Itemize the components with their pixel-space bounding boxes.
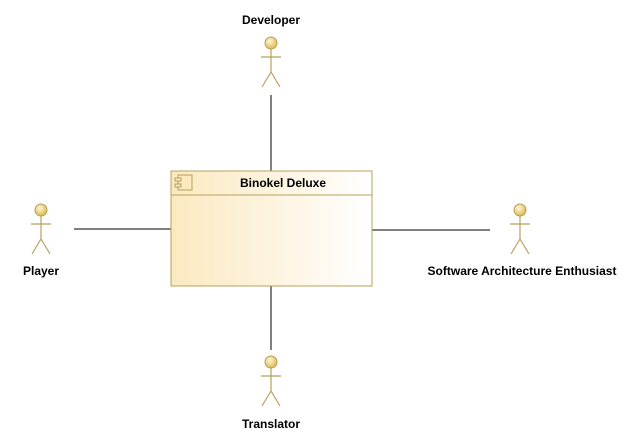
actor-label-developer: Developer: [241, 13, 301, 27]
actor-player-icon[interactable]: [30, 203, 52, 255]
actor-translator-icon[interactable]: [260, 355, 282, 407]
actor-developer-icon[interactable]: [260, 36, 282, 88]
actor-label-player: Player: [22, 264, 60, 278]
actor-label-enthusiast: Software Architecture Enthusiast: [427, 264, 617, 278]
component-title: Binokel Deluxe: [239, 176, 327, 190]
actor-label-translator: Translator: [241, 417, 301, 431]
component-icon: [174, 174, 193, 191]
actor-enthusiast-icon[interactable]: [509, 203, 531, 255]
component-binokel-deluxe[interactable]: [170, 170, 373, 287]
